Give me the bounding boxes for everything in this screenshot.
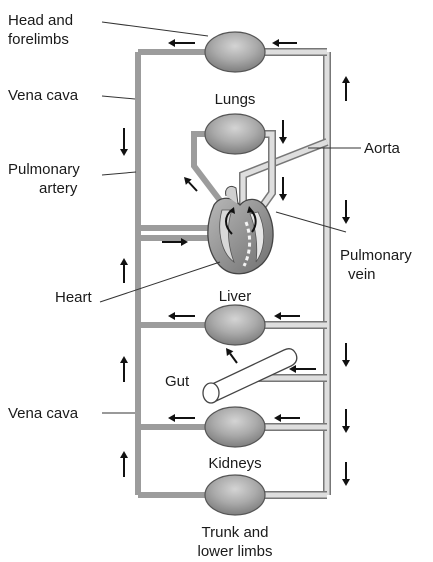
label-pulmonary-artery-line1: Pulmonary bbox=[8, 161, 80, 178]
arrow-kidneys-to-vena bbox=[168, 414, 195, 422]
arrow-aorta-to-gut bbox=[289, 365, 316, 373]
label-pulmonary-vein-line2: vein bbox=[348, 266, 376, 283]
kidneys-capillary-bed bbox=[205, 407, 265, 447]
trunk-lower-limbs-capillary-bed bbox=[205, 475, 265, 515]
label-kidneys: Kidneys bbox=[208, 455, 261, 472]
arrow-aorta-up-right-upper bbox=[342, 76, 350, 101]
leader-pulmonary-artery bbox=[102, 172, 136, 175]
leader-pulmonary-vein bbox=[276, 212, 346, 232]
head-forelimbs-capillary-bed bbox=[205, 32, 265, 72]
label-trunk-lower-limbs-line2: lower limbs bbox=[197, 543, 272, 560]
label-vena-cava-upper: Vena cava bbox=[8, 87, 79, 104]
arterial-branches bbox=[255, 52, 327, 495]
label-aorta: Aorta bbox=[364, 140, 401, 157]
leader-head-forelimbs bbox=[102, 22, 208, 36]
venous-branches bbox=[138, 52, 210, 495]
lungs-capillary-bed bbox=[205, 114, 265, 154]
label-pulmonary-vein-line1: Pulmonary bbox=[340, 247, 412, 264]
leader-vena-cava-upper bbox=[102, 96, 135, 99]
arrow-aorta-down-right bbox=[342, 200, 350, 224]
label-head-forelimbs-line1: Head and bbox=[8, 12, 73, 29]
label-trunk-lower-limbs-line1: Trunk and bbox=[202, 524, 269, 541]
arrow-head-to-vena bbox=[168, 39, 195, 47]
arrow-aorta-down-right-bottom bbox=[342, 462, 350, 486]
label-liver: Liver bbox=[219, 288, 252, 305]
arrow-aorta-to-kidneys bbox=[274, 414, 300, 422]
label-head-forelimbs-line2: forelimbs bbox=[8, 31, 69, 48]
arrow-pulmonary-artery-up bbox=[184, 177, 197, 191]
arrow-aorta-to-liver bbox=[274, 312, 300, 320]
label-pulmonary-artery-line2: artery bbox=[39, 180, 78, 197]
arrow-pulmonary-vein-down-lower bbox=[279, 177, 287, 201]
arrow-aorta-to-head bbox=[272, 39, 297, 47]
arrow-pulmonary-vein-down-upper bbox=[279, 120, 287, 144]
leader-heart bbox=[100, 262, 220, 302]
arrow-aorta-down-right-middle bbox=[342, 343, 350, 367]
label-heart: Heart bbox=[55, 289, 93, 306]
label-lungs: Lungs bbox=[215, 91, 256, 108]
arrow-vena-down-left-upper bbox=[120, 128, 128, 156]
liver-capillary-bed bbox=[205, 305, 265, 345]
arrow-gut-to-liver bbox=[226, 348, 237, 363]
labels: Head and forelimbs Vena cava Lungs Aorta… bbox=[8, 12, 412, 560]
arrow-aorta-down-right-lower bbox=[342, 409, 350, 433]
arrow-vena-up-left-lower bbox=[120, 356, 128, 382]
label-vena-cava-lower: Vena cava bbox=[8, 405, 79, 422]
arrow-liver-to-vena bbox=[168, 312, 195, 320]
arrow-vena-up-left-middle bbox=[120, 258, 128, 283]
label-gut: Gut bbox=[165, 373, 190, 390]
arrow-vena-up-left-bottom bbox=[120, 451, 128, 477]
